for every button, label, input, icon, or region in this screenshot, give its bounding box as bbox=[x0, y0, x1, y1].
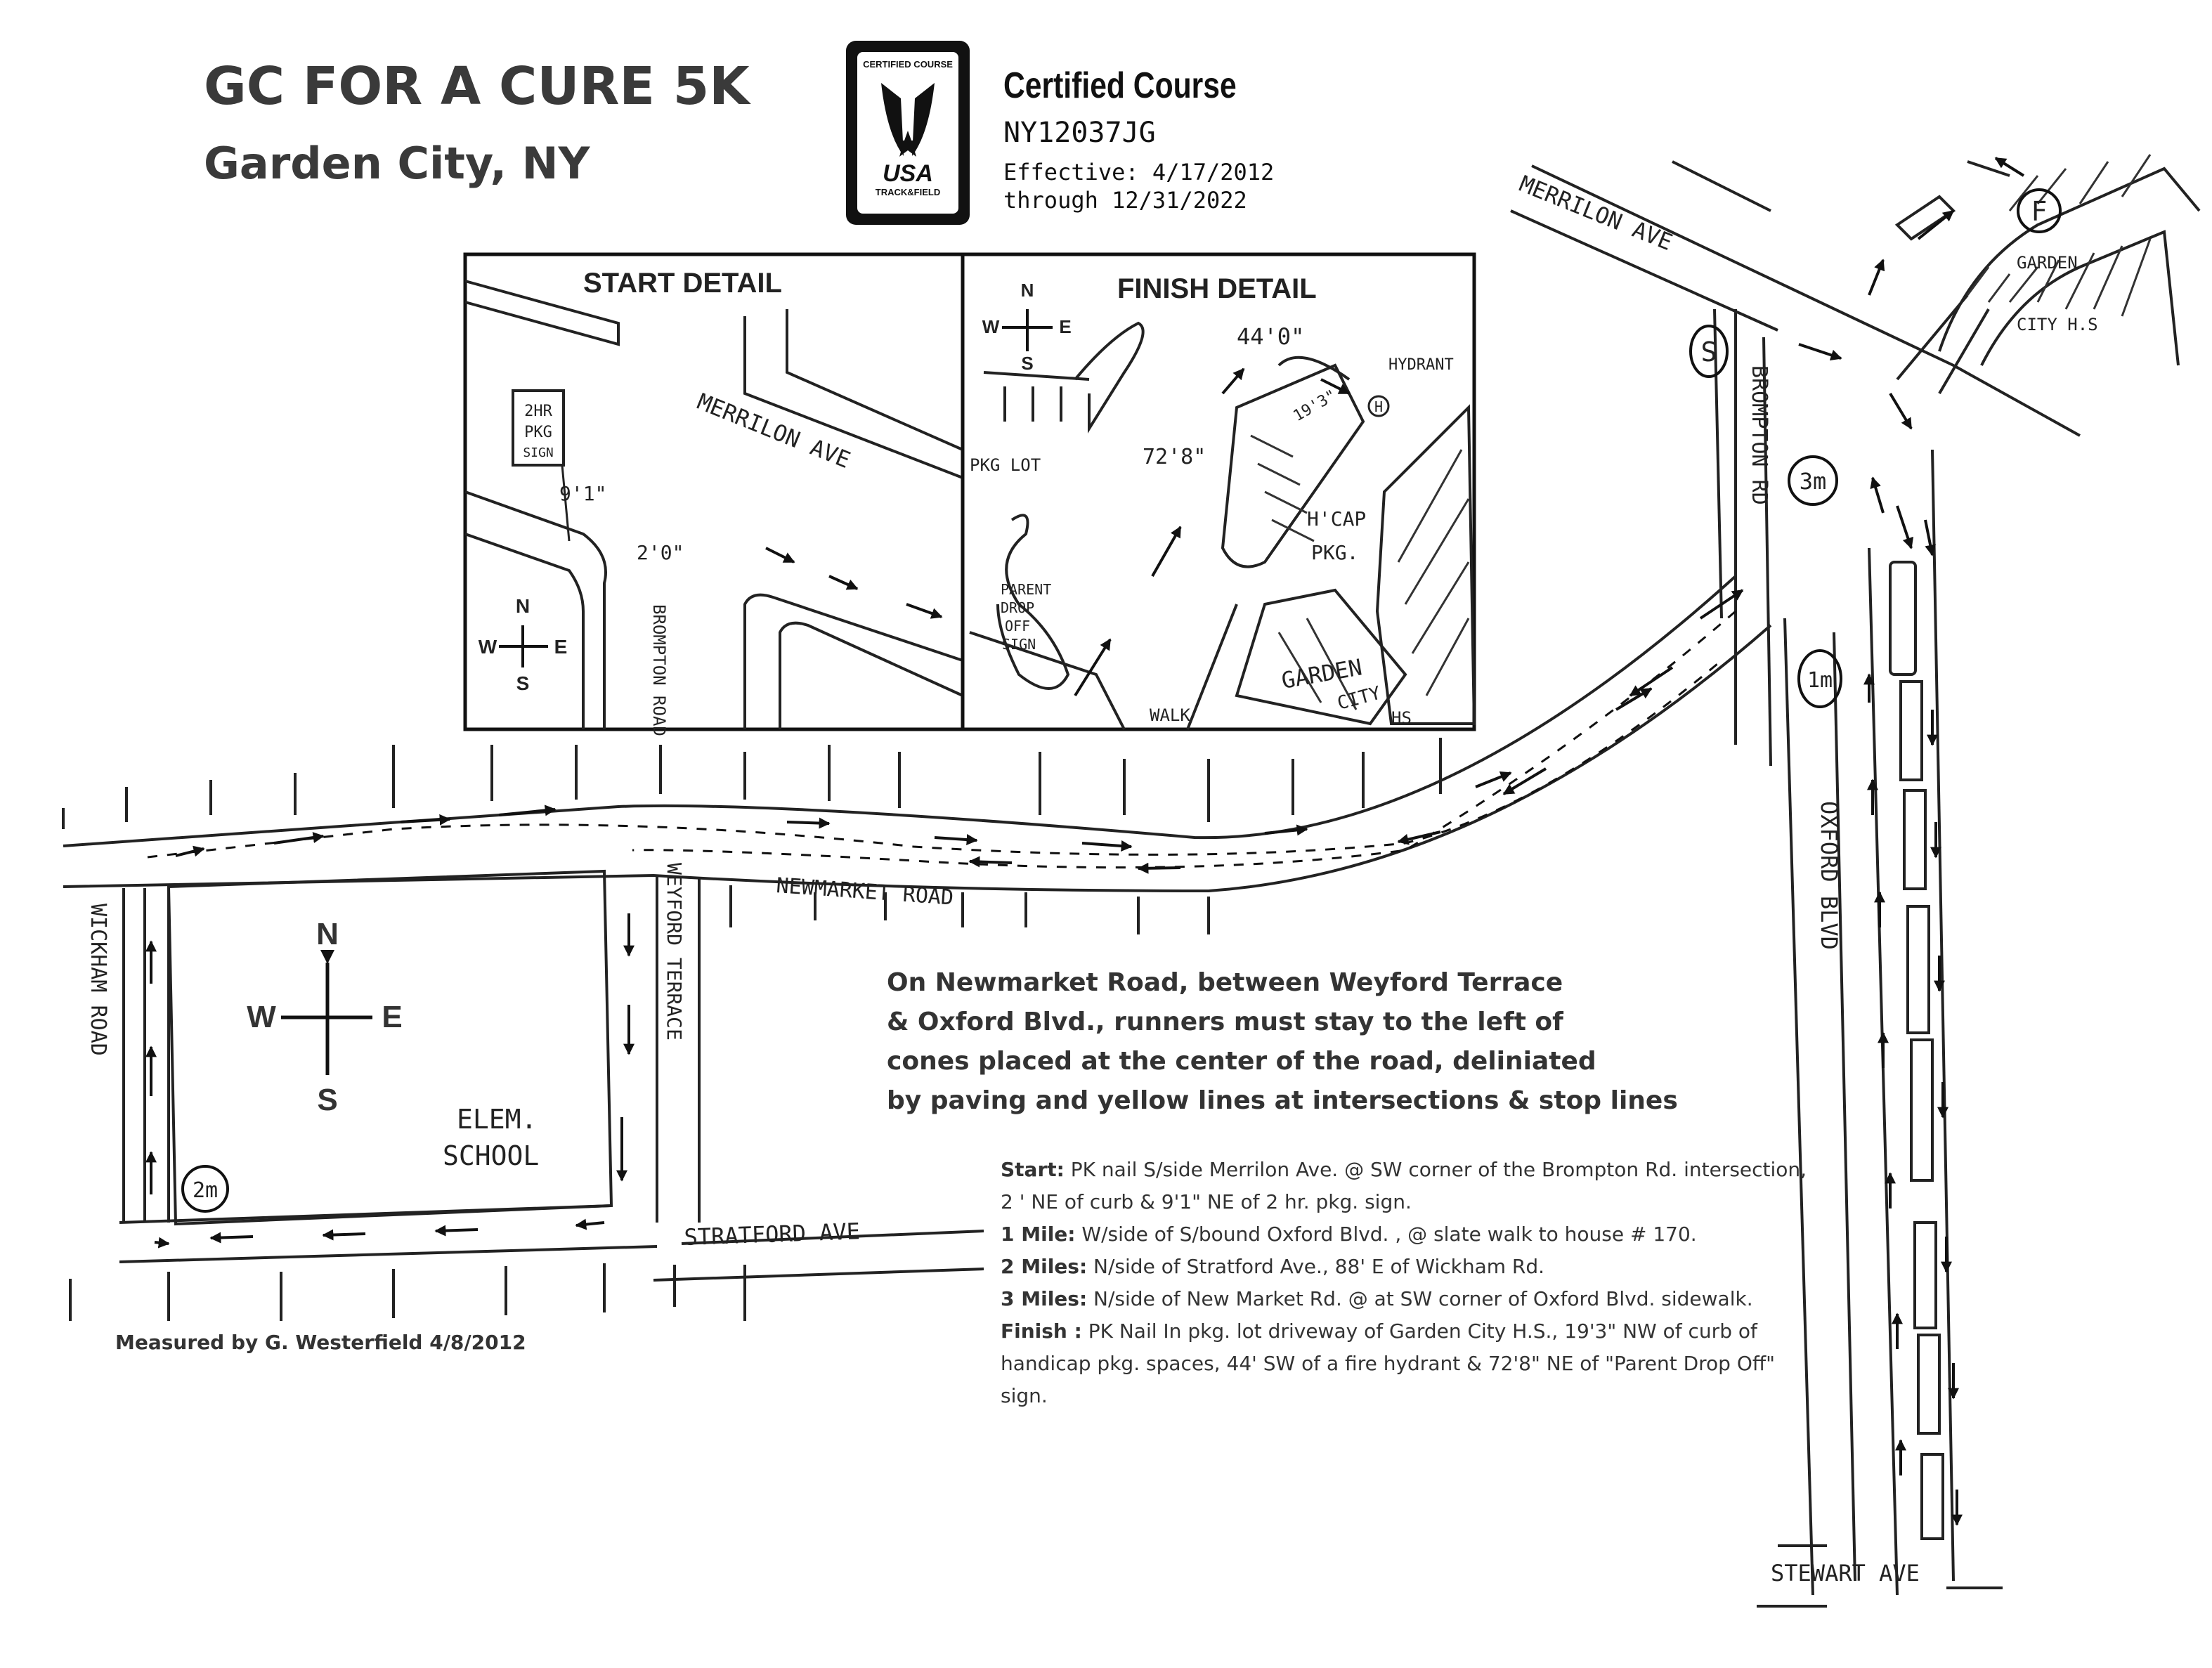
finish-dim-a: 44'0" bbox=[1237, 323, 1304, 350]
hs-hatching bbox=[1966, 154, 2152, 317]
cert-heading: Certified Course bbox=[1003, 65, 1237, 106]
finish-detail-title: FINISH DETAIL bbox=[1117, 273, 1317, 304]
svg-text:3m: 3m bbox=[1800, 468, 1827, 495]
start-sign-line2: PKG bbox=[524, 424, 552, 441]
legend-mile3: 3 Miles: N/side of New Market Rd. @ at S… bbox=[1001, 1287, 1753, 1310]
finish-marker: F bbox=[2017, 188, 2062, 233]
badge-sub-text: TRACK&FIELD bbox=[876, 187, 940, 197]
start-detail-title: START DETAIL bbox=[583, 268, 782, 299]
finish-parent-line3: OFF bbox=[1005, 618, 1030, 634]
svg-text:F: F bbox=[2031, 196, 2048, 227]
street-weyford: WEYFORD TERRACE bbox=[663, 863, 686, 1041]
street-grid bbox=[62, 160, 2201, 1608]
compass-w: W bbox=[247, 1000, 276, 1034]
route-arrows bbox=[145, 157, 2025, 1526]
svg-text:W: W bbox=[479, 636, 497, 658]
finish-pkg-lot-label: PKG LOT bbox=[970, 455, 1041, 475]
svg-text:E: E bbox=[554, 636, 568, 658]
finish-hcap-line2: PKG. bbox=[1311, 541, 1358, 564]
street-brompton: BROMPTON RD bbox=[1747, 365, 1771, 505]
start-sign-line1: 2HR bbox=[524, 403, 552, 420]
start-dim-b: 2'0" bbox=[637, 541, 684, 564]
start-dim-a: 9'1" bbox=[559, 482, 606, 505]
svg-text:2m: 2m bbox=[193, 1178, 218, 1203]
cert-through: through 12/31/2022 bbox=[1003, 187, 1247, 214]
hs-label-line2: CITY H.S bbox=[2017, 315, 2098, 334]
svg-text:S: S bbox=[516, 672, 530, 694]
finish-detail-panel: FINISH DETAIL 44'0" 19'3" 72'8" HYDRANT … bbox=[961, 252, 1476, 731]
finish-parent-line1: PARENT bbox=[1001, 581, 1051, 598]
finish-walk-label: WALK bbox=[1150, 705, 1190, 725]
mile2-marker: 2m bbox=[181, 1165, 229, 1213]
street-stewart: STEWART AVE bbox=[1771, 1560, 1920, 1586]
svg-text:E: E bbox=[1059, 316, 1071, 337]
start-detail-panel: START DETAIL 2HR PKG SIGN 9'1" 2'0" MERR… bbox=[463, 252, 965, 736]
finish-parent-line4: SIGN bbox=[1002, 636, 1036, 653]
cert-code: NY12037JG bbox=[1003, 117, 1156, 149]
finish-hcap-line1: H'CAP bbox=[1307, 507, 1366, 530]
svg-text:N: N bbox=[1021, 280, 1034, 301]
street-newmarket: NEWMARKET ROAD bbox=[775, 873, 954, 911]
street-wickham: WICKHAM ROAD bbox=[86, 904, 110, 1056]
start-cross-street-label: BROMPTON ROAD bbox=[649, 604, 669, 736]
cert-effective: Effective: 4/17/2012 bbox=[1003, 159, 1275, 185]
newmarket-note-line2: & Oxford Blvd., runners must stay to the… bbox=[887, 1008, 1563, 1036]
legend-mile2: 2 Miles: N/side of Stratford Ave., 88' E… bbox=[1001, 1255, 1545, 1278]
svg-text:N: N bbox=[516, 595, 530, 617]
hs-label-line1: GARDEN bbox=[2017, 253, 2078, 273]
compass-e: E bbox=[382, 1000, 402, 1034]
newmarket-note-line4: by paving and yellow lines at intersecti… bbox=[887, 1086, 1678, 1115]
svg-text:S: S bbox=[1701, 337, 1717, 367]
page-title: GC FOR A CURE 5K bbox=[204, 56, 750, 117]
course-route bbox=[147, 610, 1736, 869]
newmarket-note-line3: cones placed at the center of the road, … bbox=[887, 1047, 1596, 1076]
mile1-marker: 1m bbox=[1797, 649, 1842, 708]
svg-text:1m: 1m bbox=[1807, 668, 1833, 693]
main-compass: N S E W bbox=[247, 917, 402, 1117]
legend-start: Start: PK nail S/side Merrilon Ave. @ SW… bbox=[1001, 1158, 1807, 1213]
page-subtitle: Garden City, NY bbox=[204, 138, 590, 189]
mile3-marker: 3m bbox=[1788, 455, 1838, 506]
legend-finish: Finish : PK Nail In pkg. lot driveway of… bbox=[1001, 1320, 1776, 1407]
newmarket-note-line1: On Newmarket Road, between Weyford Terra… bbox=[887, 968, 1563, 997]
start-marker: S bbox=[1689, 325, 1729, 378]
compass-n: N bbox=[316, 917, 339, 951]
hydrant-icon bbox=[1367, 395, 1390, 417]
finish-parent-line2: DROP bbox=[1001, 599, 1034, 616]
street-stratford: STRATFORD AVE bbox=[684, 1218, 861, 1251]
start-sign-line3: SIGN bbox=[523, 445, 553, 460]
compass-s: S bbox=[317, 1083, 337, 1117]
street-oxford: OXFORD BLVD bbox=[1816, 801, 1842, 950]
finish-hydrant-mark: H bbox=[1374, 398, 1383, 415]
finish-hydrant-label: HYDRANT bbox=[1388, 356, 1454, 374]
badge-top-text: CERTIFIED COURSE bbox=[863, 59, 953, 70]
course-legend: Start: PK nail S/side Merrilon Ave. @ SW… bbox=[1001, 1154, 1823, 1412]
elem-school-line2: SCHOOL bbox=[443, 1140, 539, 1171]
legend-mile1: 1 Mile: W/side of S/bound Oxford Blvd. ,… bbox=[1001, 1223, 1697, 1246]
finish-compass: N S E W bbox=[982, 280, 1072, 374]
street-merrilon: MERRILON AVE bbox=[1516, 170, 1677, 256]
finish-dim-c: 72'8" bbox=[1143, 445, 1206, 469]
svg-text:S: S bbox=[1021, 353, 1033, 374]
start-compass: N S E W bbox=[479, 595, 568, 694]
finish-school-line3: HS bbox=[1391, 708, 1412, 728]
badge-brand-text: USA bbox=[883, 160, 933, 187]
usatf-badge: CERTIFIED COURSE USA TRACK&FIELD bbox=[846, 41, 970, 225]
elem-school-line1: ELEM. bbox=[457, 1104, 537, 1135]
measured-by: Measured by G. Westerfield 4/8/2012 bbox=[115, 1331, 526, 1354]
svg-text:W: W bbox=[982, 316, 1000, 337]
